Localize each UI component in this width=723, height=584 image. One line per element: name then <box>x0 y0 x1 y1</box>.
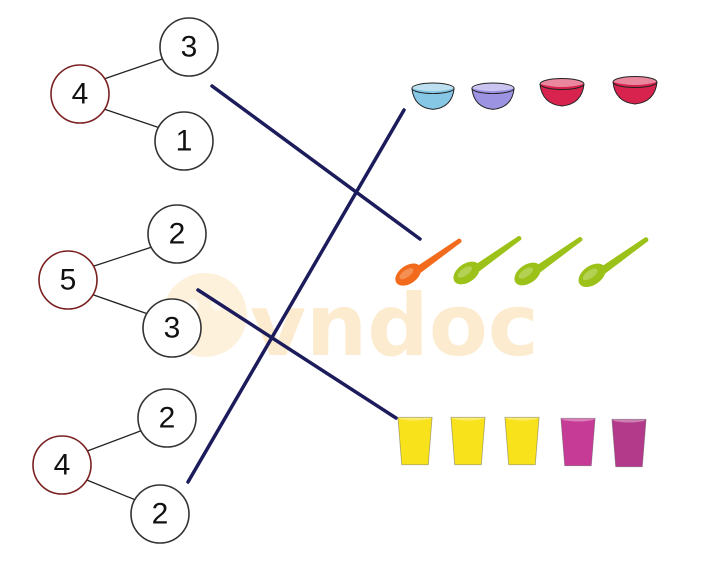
tree-branch <box>100 107 161 129</box>
whole-number: 4 <box>72 78 89 111</box>
tree-branch <box>81 429 144 454</box>
whole-number: 4 <box>54 449 71 482</box>
part-circle <box>147 204 207 264</box>
part-number: 2 <box>169 218 186 251</box>
part-number: 3 <box>181 31 198 64</box>
number-bond-2: 5 2 3 <box>38 204 207 358</box>
whole-number: 5 <box>60 264 77 297</box>
tree-branch <box>87 246 153 269</box>
bowl-icon <box>612 76 658 105</box>
part-circle <box>137 388 197 448</box>
spoon-icon <box>575 237 649 292</box>
whole-circle <box>50 64 110 124</box>
cup-icon <box>560 414 596 467</box>
part-circle <box>159 17 219 77</box>
cup-icon <box>397 413 433 466</box>
cup-group <box>397 413 647 468</box>
bowl-icon <box>471 82 515 110</box>
part-number: 1 <box>176 125 193 158</box>
connector-line-tree1-to-spoons <box>210 84 422 241</box>
number-bond-1: 4 3 1 <box>50 17 219 171</box>
part-number: 2 <box>159 402 176 435</box>
watermark-text: vndoc <box>250 276 539 376</box>
tree-branch <box>87 292 149 315</box>
part-circle <box>142 298 202 358</box>
part-circle <box>130 484 190 544</box>
connector-line-tree2-to-cups <box>196 288 398 420</box>
whole-circle <box>38 250 98 310</box>
tree-branch <box>100 57 166 81</box>
part-number: 2 <box>152 498 169 531</box>
bowl-icon <box>539 78 585 107</box>
spoon-icon <box>511 236 583 291</box>
whole-circle <box>32 435 92 495</box>
bowl-icon <box>411 82 455 110</box>
connector-lines <box>186 84 422 484</box>
watermark: vndoc <box>163 273 539 376</box>
tree-branch <box>81 477 139 502</box>
number-bond-3: 4 2 2 <box>32 388 197 544</box>
connector-line-tree3-to-bowls <box>186 108 406 484</box>
bowl-group <box>411 76 658 110</box>
part-number: 3 <box>164 312 181 345</box>
cup-icon <box>450 413 486 466</box>
cup-icon <box>504 413 540 466</box>
part-circle <box>154 111 214 171</box>
cup-icon <box>611 415 647 468</box>
